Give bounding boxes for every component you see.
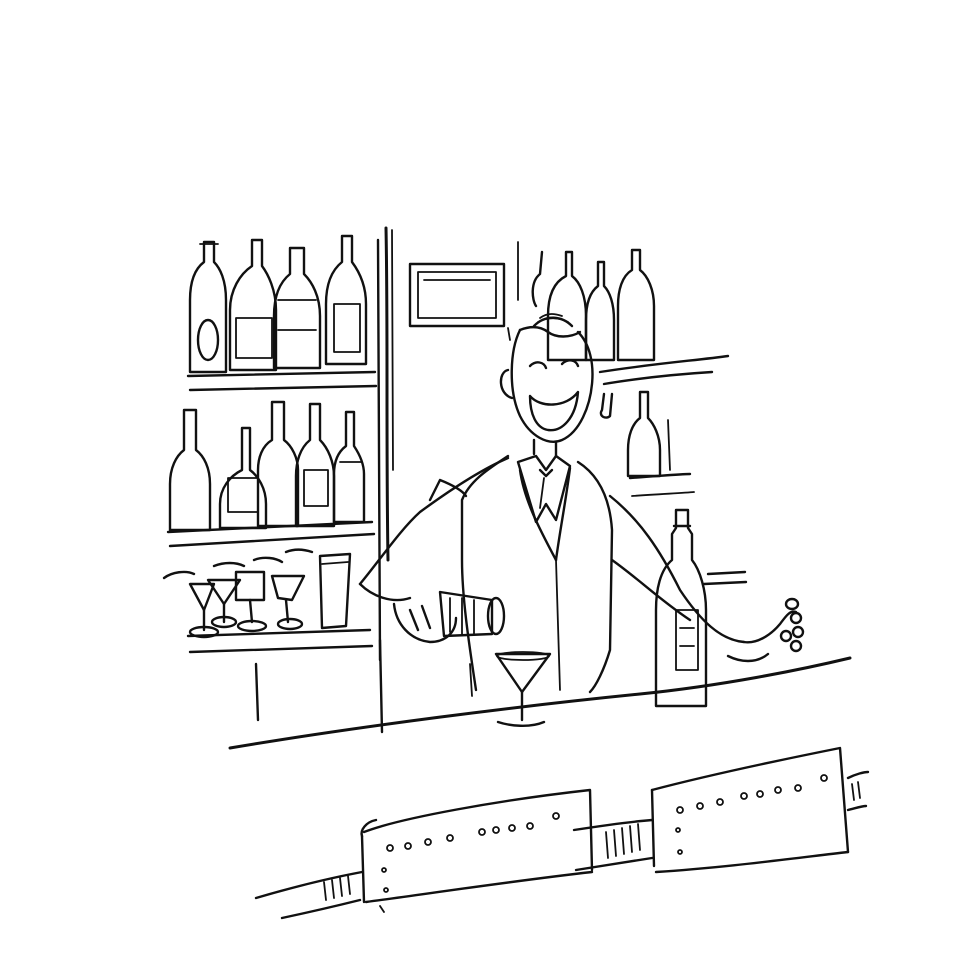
bar-counter xyxy=(228,638,852,750)
bartender-figure xyxy=(358,313,805,694)
bottle-group-middle-right xyxy=(599,390,662,478)
martini-glass xyxy=(494,651,552,727)
bar-stool-left xyxy=(254,788,594,920)
wine-bottle-counter xyxy=(654,508,708,708)
bottle-group-top-left xyxy=(188,234,368,374)
bottle-group-middle-left xyxy=(168,400,366,532)
bar-stool-right xyxy=(572,746,870,874)
glassware-shelf xyxy=(162,548,352,639)
bottle-group-top-right xyxy=(531,248,656,362)
